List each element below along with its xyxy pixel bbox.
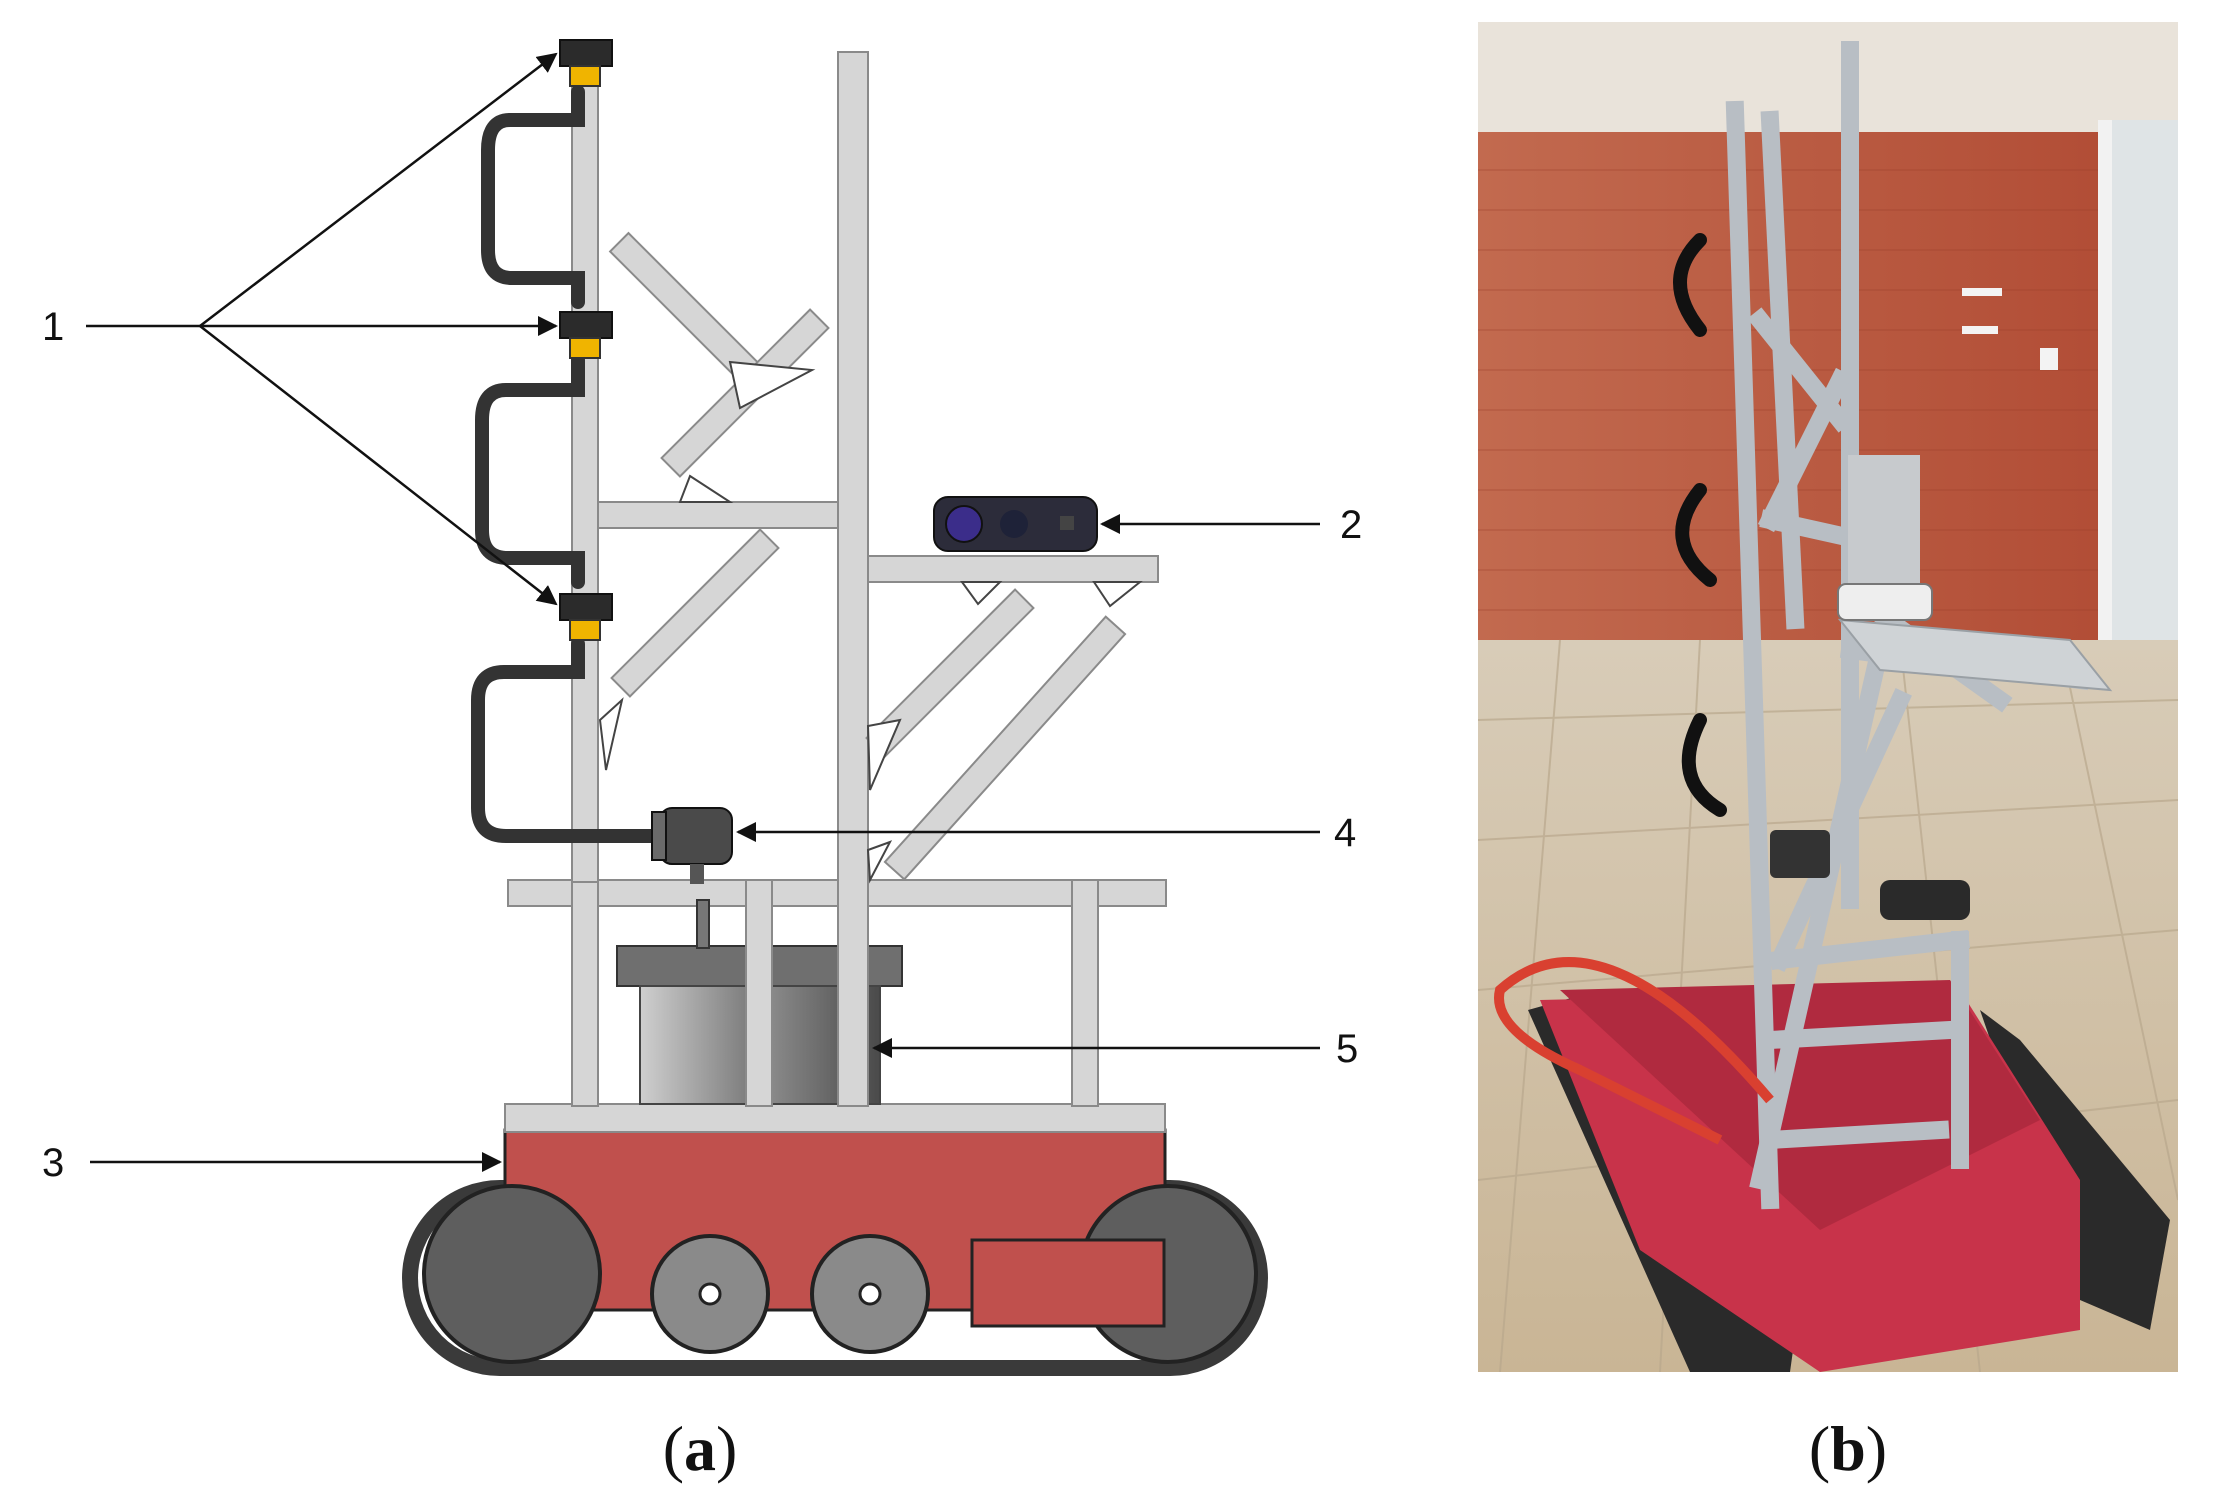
gusset-3 bbox=[678, 474, 734, 503]
left-braces bbox=[598, 231, 830, 771]
brace-lower bbox=[610, 528, 780, 698]
photo-motor bbox=[1770, 830, 1830, 878]
motor-icon bbox=[651, 807, 733, 884]
lower-plate bbox=[504, 1103, 1166, 1133]
motor-housing bbox=[659, 807, 733, 865]
photo-door-frame bbox=[2098, 120, 2112, 770]
main-mast bbox=[837, 51, 869, 1107]
depth-camera-icon bbox=[933, 496, 1098, 552]
motor-flange bbox=[651, 811, 667, 861]
shelf-gusset-2 bbox=[1092, 581, 1143, 608]
camera-shelf bbox=[865, 555, 1159, 884]
sensor-module-top bbox=[559, 39, 613, 87]
cable-2 bbox=[475, 353, 585, 589]
callout-label-5: 5 bbox=[1336, 1027, 1358, 1071]
shelf-gusset-4 bbox=[866, 840, 893, 884]
post-2 bbox=[745, 879, 773, 1107]
photo-shelf bbox=[1837, 618, 2113, 692]
sensor-module-bottom bbox=[559, 593, 613, 641]
shelf-gusset-1 bbox=[960, 581, 1003, 606]
callout-label-2: 2 bbox=[1340, 503, 1362, 547]
cable-1 bbox=[481, 85, 585, 309]
shelf-beam bbox=[867, 555, 1159, 583]
tracked-chassis bbox=[402, 1128, 1268, 1376]
callout-label-4: 4 bbox=[1334, 811, 1356, 855]
caption-a-letter: a bbox=[684, 1413, 716, 1484]
post-3 bbox=[1071, 879, 1099, 1107]
battery-box bbox=[970, 1238, 1166, 1328]
photo-switch bbox=[2040, 348, 2058, 370]
photo-wall-marker-2 bbox=[1962, 326, 1998, 334]
photo-camera bbox=[1837, 583, 1933, 621]
motor-shaft bbox=[696, 899, 710, 949]
gusset-1 bbox=[728, 360, 816, 410]
photo-red-hose bbox=[1494, 957, 1774, 1145]
photo-ceiling bbox=[1478, 22, 2178, 132]
arrow-1-bottom bbox=[199, 325, 558, 606]
photo-cable bbox=[1673, 233, 1727, 817]
shelf-brace-2 bbox=[883, 615, 1127, 881]
motor-stem bbox=[690, 864, 704, 884]
camera-emitter bbox=[1060, 516, 1074, 530]
drive-wheel-left bbox=[422, 1184, 602, 1364]
photo-red-top bbox=[1560, 980, 2040, 1230]
road-wheel-1-hub bbox=[698, 1282, 722, 1306]
camera-lens bbox=[945, 505, 983, 543]
sensor-cables bbox=[471, 85, 667, 843]
panel-b-photo: (b) bbox=[1478, 22, 2178, 1484]
camera-ir bbox=[1000, 510, 1028, 538]
post-1 bbox=[571, 879, 599, 1107]
sensor-module-middle bbox=[559, 311, 613, 359]
road-wheel-2-hub bbox=[858, 1282, 882, 1306]
panel-a-schematic: 1 2 3 4 5 (a) bbox=[42, 39, 1362, 1484]
sensor-column bbox=[571, 49, 599, 883]
sensor-module-icon bbox=[559, 39, 613, 641]
callout-arrows bbox=[86, 52, 1320, 1172]
arrow-1-top bbox=[199, 52, 558, 327]
photo-battery bbox=[1880, 880, 1970, 920]
caption-a: (a) bbox=[663, 1413, 738, 1484]
caption-b-letter: b bbox=[1830, 1413, 1866, 1484]
cross-beam bbox=[597, 501, 839, 529]
callout-label-3: 3 bbox=[42, 1141, 64, 1185]
caption-b: (b) bbox=[1809, 1413, 1887, 1484]
cable-3 bbox=[471, 637, 667, 843]
gusset-2 bbox=[598, 697, 624, 771]
photo-wall-marker-1 bbox=[1962, 288, 2002, 296]
shelf-gusset-3 bbox=[866, 718, 902, 791]
callout-label-1: 1 bbox=[42, 305, 64, 349]
photo-track-right bbox=[1980, 1010, 2170, 1330]
